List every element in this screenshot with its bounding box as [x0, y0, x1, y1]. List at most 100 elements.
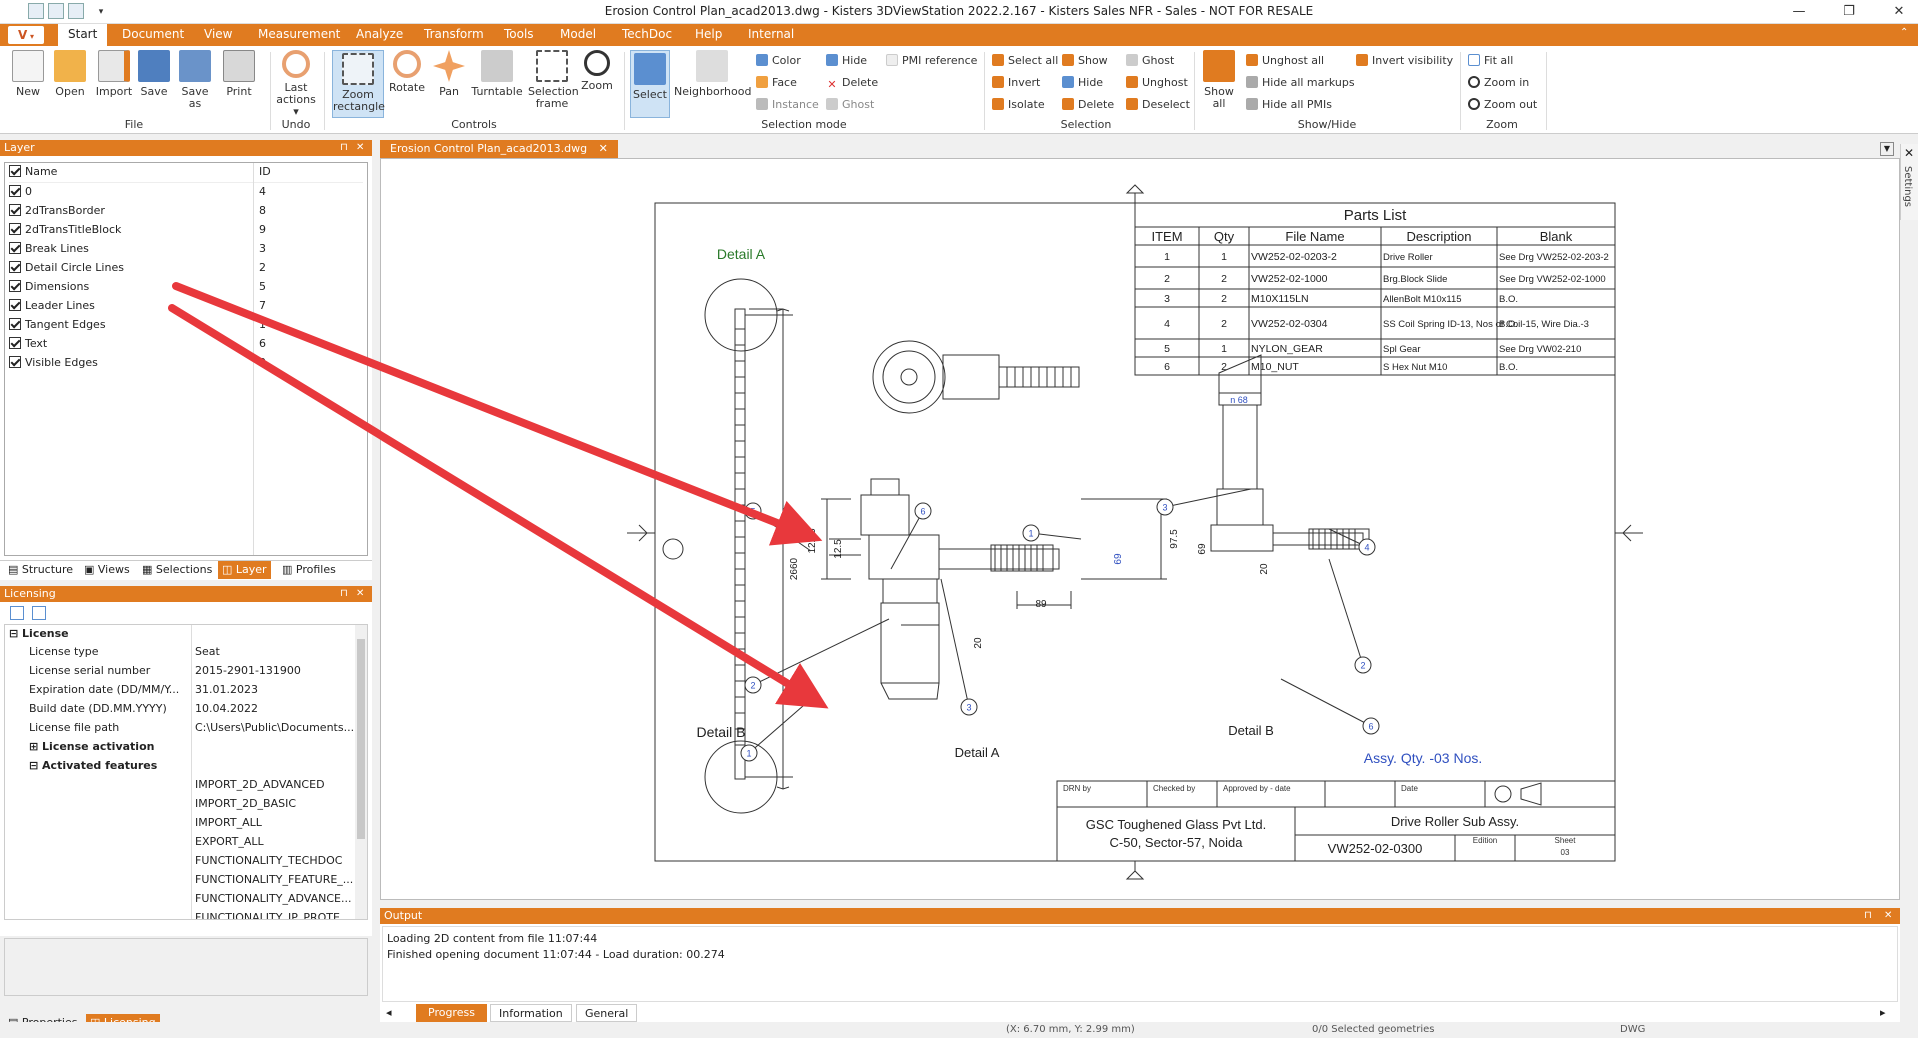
unghost-button[interactable]: Unghost — [1126, 76, 1188, 89]
pin-icon[interactable]: ⊓ — [1864, 910, 1872, 921]
tab-measurement[interactable]: Measurement — [258, 27, 341, 41]
layer-visibility-checkbox[interactable] — [9, 261, 21, 273]
tab-information[interactable]: Information — [490, 1004, 572, 1022]
hide-button[interactable]: Hide — [1062, 76, 1103, 89]
neighborhood-button[interactable]: Neighborhood — [674, 50, 751, 98]
rotate-button[interactable]: Rotate — [388, 50, 426, 94]
tab-techdoc[interactable]: TechDoc — [622, 27, 673, 41]
hide-all-markups-button[interactable]: Hide all markups — [1246, 76, 1355, 89]
feature-item[interactable]: IMPORT_ALL — [195, 816, 262, 829]
ribbon-collapse-icon[interactable]: ⌃ — [1900, 27, 1909, 38]
close-icon[interactable]: ✕ — [1893, 4, 1905, 19]
fit-all-button[interactable]: Fit all — [1468, 54, 1513, 67]
invert-button[interactable]: Invert — [992, 76, 1040, 89]
show-button[interactable]: Show — [1062, 54, 1108, 67]
delete-button[interactable]: Delete — [1062, 98, 1114, 111]
tab-start[interactable]: Start — [58, 24, 108, 46]
delete-mode-button[interactable]: ✕Delete — [827, 76, 879, 91]
layer-visibility-checkbox[interactable] — [9, 280, 21, 292]
pmi-reference-button[interactable]: PMI reference — [886, 54, 977, 67]
tab-document[interactable]: Document — [122, 27, 185, 41]
tab-selections[interactable]: ▦ Selections — [142, 563, 213, 576]
select-button[interactable]: Select — [630, 50, 670, 118]
tab-analyze[interactable]: Analyze — [356, 27, 404, 41]
tab-tools[interactable]: Tools — [504, 27, 534, 41]
tab-progress[interactable]: Progress — [416, 1004, 487, 1022]
layer-visibility-checkbox[interactable] — [9, 204, 21, 216]
layer-visibility-checkbox[interactable] — [9, 185, 21, 197]
new-button[interactable]: New — [12, 50, 44, 98]
tab-general[interactable]: General — [576, 1004, 638, 1022]
license-value[interactable]: 31.01.2023 — [195, 683, 258, 696]
feature-item[interactable]: FUNCTIONALITY_ADVANCE... — [195, 892, 352, 905]
tab-profiles[interactable]: ▥ Profiles — [282, 563, 336, 576]
tab-views[interactable]: ▣ Views — [84, 563, 130, 576]
tab-layer[interactable]: ◫ Layer — [218, 561, 271, 579]
ghost-mode-button[interactable]: Ghost — [826, 98, 874, 111]
feature-item[interactable]: EXPORT_ALL — [195, 835, 264, 848]
hide-all-pmis-button[interactable]: Hide all PMIs — [1246, 98, 1332, 111]
layer-visibility-checkbox[interactable] — [9, 223, 21, 235]
zoom-in-button[interactable]: Zoom in — [1468, 76, 1529, 89]
license-activation-row[interactable]: ⊞ License activation — [29, 740, 155, 753]
save-quick-icon[interactable] — [28, 3, 44, 19]
open-button[interactable]: Open — [52, 50, 88, 98]
tab-list-dropdown-icon[interactable]: ▼ — [1880, 142, 1894, 156]
feature-item[interactable]: IMPORT_2D_ADVANCED — [195, 778, 325, 791]
app-menu-button[interactable]: V ▾ — [8, 26, 44, 44]
tab-model[interactable]: Model — [560, 27, 597, 41]
license-scrollbar[interactable] — [355, 625, 367, 919]
invert-visibility-button[interactable]: Invert visibility — [1356, 54, 1453, 67]
turntable-button[interactable]: Turntable — [470, 50, 524, 98]
zoom-out-button[interactable]: Zoom out — [1468, 98, 1537, 111]
save-button[interactable]: Save — [138, 50, 170, 98]
settings-side-tab[interactable]: Settings ✕ — [1900, 144, 1918, 220]
isolate-button[interactable]: Isolate — [992, 98, 1045, 111]
feature-item[interactable]: FUNCTIONALITY_IP_PROTE... — [195, 911, 351, 920]
restore-icon[interactable]: ❐ — [1843, 4, 1855, 19]
activated-features-row[interactable]: ⊟ Activated features — [29, 759, 158, 772]
deselect-button[interactable]: Deselect — [1126, 98, 1190, 111]
scrollbar-thumb[interactable] — [357, 639, 365, 839]
unghost-all-button[interactable]: Unghost all — [1246, 54, 1324, 67]
color-mode-button[interactable]: Color — [756, 54, 801, 67]
instance-mode-button[interactable]: Instance — [756, 98, 819, 111]
tab-internal[interactable]: Internal — [748, 27, 795, 41]
tab-close-icon[interactable]: ✕ — [598, 142, 608, 155]
edit-quick-icon[interactable] — [48, 3, 64, 19]
panel-close-icon[interactable]: ✕ — [1884, 910, 1893, 921]
layer-visibility-checkbox[interactable] — [9, 318, 21, 330]
print-quick-icon[interactable] — [68, 3, 84, 19]
minimize-icon[interactable]: — — [1792, 4, 1806, 19]
pan-button[interactable]: Pan — [432, 50, 466, 98]
tab-view[interactable]: View — [204, 27, 233, 41]
feature-item[interactable]: FUNCTIONALITY_FEATURE_... — [195, 873, 354, 886]
select-all-checkbox[interactable] — [9, 165, 21, 177]
print-button[interactable]: Print — [222, 50, 256, 98]
tab-structure[interactable]: ▤ Structure — [8, 563, 74, 576]
select-all-button[interactable]: Select all — [992, 54, 1058, 67]
license-value[interactable]: 2015-2901-131900 — [195, 664, 301, 677]
panel-close-icon[interactable]: ✕ — [356, 142, 365, 153]
zoom-button[interactable]: Zoom — [580, 50, 614, 92]
layer-visibility-checkbox[interactable] — [9, 242, 21, 254]
output-scroll-right-icon[interactable]: ▸ — [1880, 1006, 1886, 1019]
pin-icon[interactable]: ⊓ — [340, 588, 348, 599]
import-button[interactable]: Import — [94, 50, 134, 98]
license-section[interactable]: ⊟ License — [9, 627, 69, 640]
sort-alphabetical-icon[interactable] — [32, 606, 46, 620]
